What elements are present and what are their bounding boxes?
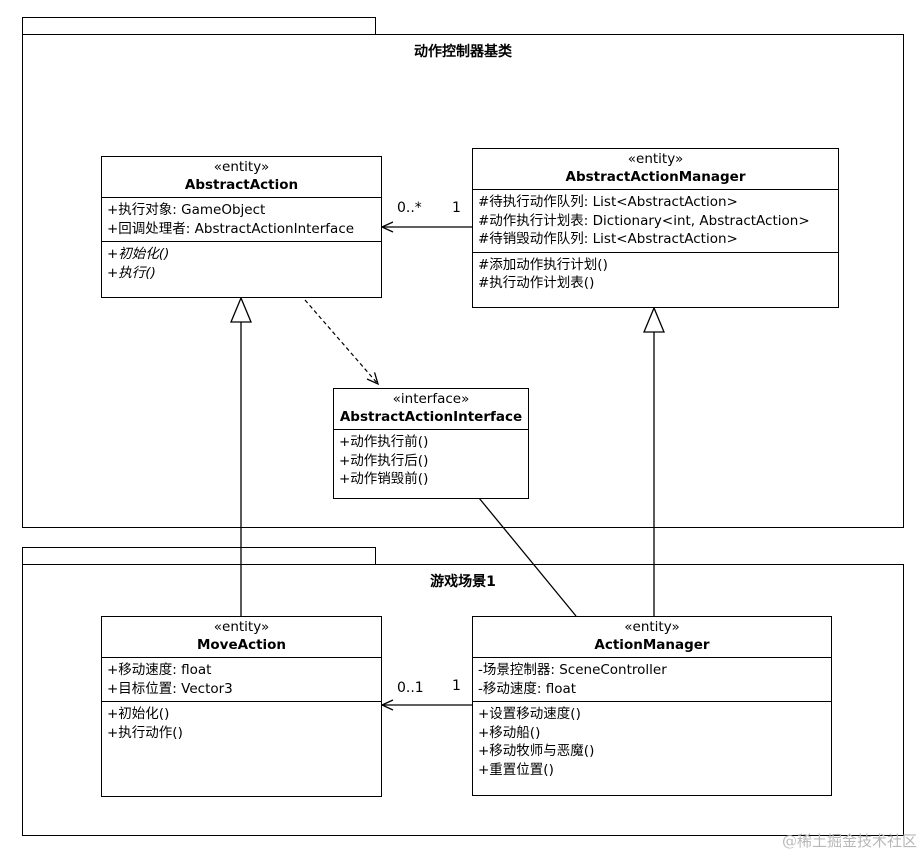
operation-row: #执行动作计划表() bbox=[478, 275, 595, 291]
operation-row: +重置位置() bbox=[478, 761, 554, 778]
watermark: @稀土掘金技术社区 bbox=[781, 832, 917, 850]
class-name: AbstractAction bbox=[184, 177, 299, 193]
package-title-base: 动作控制器基类 bbox=[414, 44, 512, 60]
attribute-row: #动作执行计划表: Dictionary<int, AbstractAction… bbox=[478, 212, 810, 229]
operation-row: +动作执行后() bbox=[339, 452, 429, 469]
class-header: «entity» AbstractActionManager bbox=[473, 149, 838, 190]
operation-row: +移动牧师与恶魔() bbox=[478, 743, 595, 759]
package-title-scene: 游戏场景1 bbox=[430, 574, 496, 590]
class-abstract-action[interactable]: «entity» AbstractAction +执行对象: GameObjec… bbox=[101, 156, 382, 298]
operations-section: +设置移动速度() +移动船() +移动牧师与恶魔() +重置位置() bbox=[473, 701, 831, 782]
operations-section: +初始化() +执行() bbox=[102, 241, 381, 285]
stereotype-label: «entity» bbox=[213, 619, 270, 635]
operation-row: +动作销毁前() bbox=[339, 471, 429, 487]
class-abstract-action-interface[interactable]: «interface» AbstractActionInterface +动作执… bbox=[333, 388, 529, 499]
stereotype-label: «interface» bbox=[392, 391, 470, 407]
class-header: «entity» ActionManager bbox=[473, 617, 831, 658]
operations-section: +动作执行前() +动作执行后() +动作销毁前() bbox=[334, 430, 528, 492]
class-name: ActionManager bbox=[594, 637, 710, 653]
class-move-action[interactable]: «entity» MoveAction +移动速度: float +目标位置: … bbox=[101, 616, 382, 797]
attribute-row: +目标位置: Vector3 bbox=[107, 680, 233, 697]
operations-section: #添加动作执行计划() #执行动作计划表() bbox=[473, 251, 838, 296]
class-name: MoveAction bbox=[196, 637, 287, 653]
operation-row: +初始化() bbox=[107, 246, 170, 262]
multiplicity-source-abstract: 1 bbox=[452, 200, 461, 216]
attribute-row: -场景控制器: SceneController bbox=[478, 662, 667, 678]
operation-row: +初始化() bbox=[107, 706, 170, 722]
class-header: «interface» AbstractActionInterface bbox=[334, 389, 528, 430]
multiplicity-target-scene: 0..1 bbox=[397, 680, 424, 696]
attribute-row: #待执行动作队列: List<AbstractAction> bbox=[478, 194, 738, 210]
class-abstract-action-manager[interactable]: «entity» AbstractActionManager #待执行动作队列:… bbox=[472, 148, 839, 308]
package-tab-scene bbox=[22, 547, 376, 566]
class-header: «entity» AbstractAction bbox=[102, 157, 381, 198]
stereotype-label: «entity» bbox=[624, 619, 680, 635]
generalization-arrowhead-manager bbox=[643, 306, 665, 333]
class-name: AbstractActionManager bbox=[565, 169, 746, 185]
operation-row: #添加动作执行计划() bbox=[478, 256, 608, 273]
attribute-row: +执行对象: GameObject bbox=[107, 202, 266, 218]
operation-row: +执行动作() bbox=[107, 724, 183, 741]
stereotype-label: «entity» bbox=[627, 151, 684, 167]
multiplicity-source-scene: 1 bbox=[452, 678, 461, 694]
attribute-row: #待销毁动作队列: List<AbstractAction> bbox=[478, 231, 738, 247]
attribute-row: +移动速度: float bbox=[107, 662, 212, 678]
attributes-section: #待执行动作队列: List<AbstractAction> #动作执行计划表:… bbox=[473, 190, 838, 252]
generalization-arrowhead-move bbox=[230, 296, 252, 323]
class-action-manager[interactable]: «entity» ActionManager -场景控制器: SceneCont… bbox=[472, 616, 832, 796]
operation-row: +设置移动速度() bbox=[478, 706, 581, 722]
interface-link-line bbox=[478, 497, 577, 617]
operation-row: +移动船() bbox=[478, 724, 541, 741]
operation-row: +动作执行前() bbox=[339, 434, 429, 450]
attributes-section: +执行对象: GameObject +回调处理者: AbstractAction… bbox=[102, 198, 381, 241]
attributes-section: -场景控制器: SceneController -移动速度: float bbox=[473, 658, 831, 701]
stereotype-label: «entity» bbox=[213, 159, 270, 175]
operation-row: +执行() bbox=[107, 264, 156, 281]
operations-section: +初始化() +执行动作() bbox=[102, 701, 381, 745]
dependency-line bbox=[304, 299, 380, 386]
package-tab-base bbox=[22, 17, 376, 36]
attribute-row: +回调处理者: AbstractActionInterface bbox=[107, 220, 355, 237]
attribute-row: -移动速度: float bbox=[478, 680, 577, 697]
class-name: AbstractActionInterface bbox=[339, 409, 523, 425]
class-header: «entity» MoveAction bbox=[102, 617, 381, 658]
attributes-section: +移动速度: float +目标位置: Vector3 bbox=[102, 658, 381, 701]
multiplicity-target-abstract: 0..* bbox=[397, 200, 422, 216]
